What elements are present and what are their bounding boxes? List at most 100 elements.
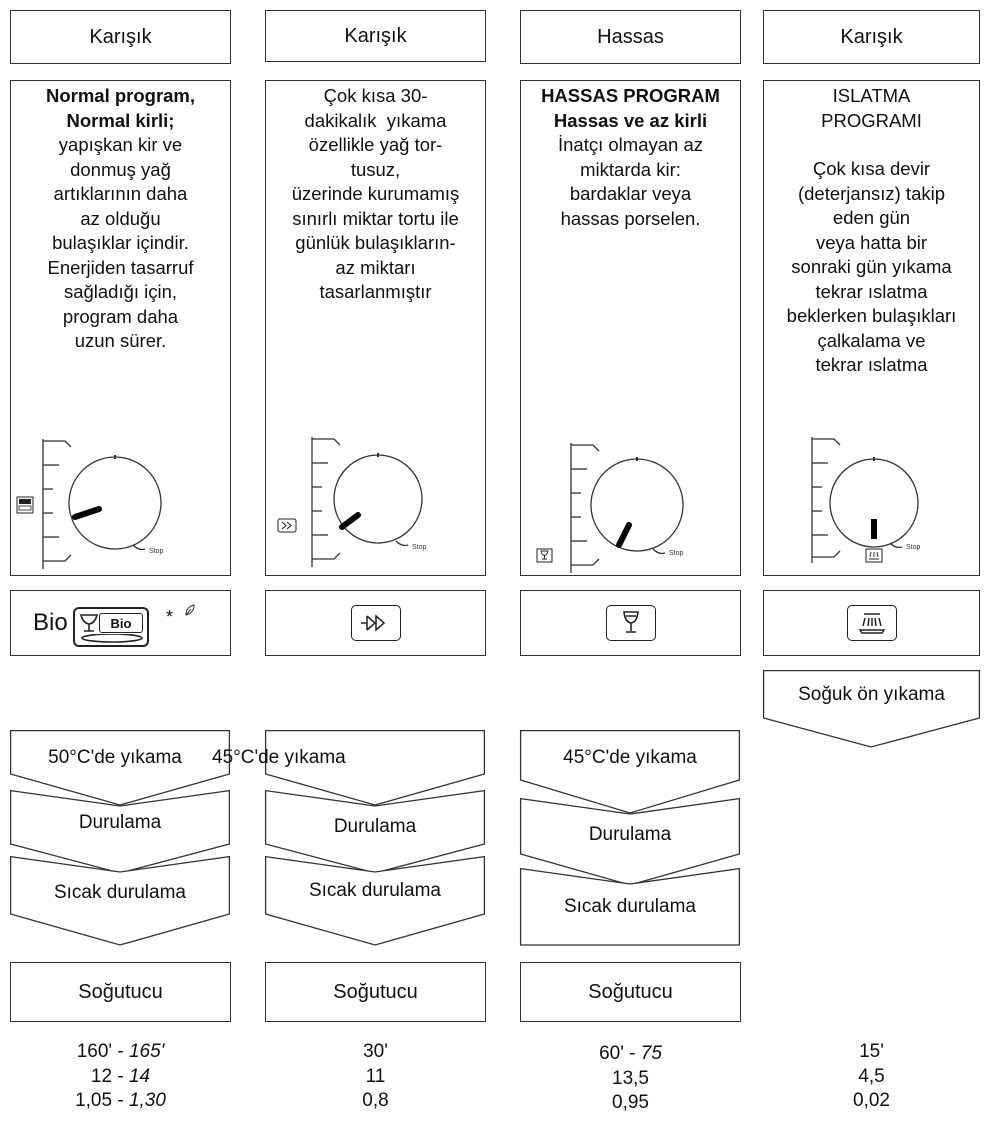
column-1-step-3-label: Sıcak durulama [53, 882, 186, 903]
column-4-desc-line: sonraki gün yıkama [791, 256, 952, 277]
column-4-desc-line: tekrar ıslatma [815, 354, 928, 375]
column-1-dial-needle [72, 506, 102, 520]
column-1-header-text: Karışık [89, 25, 152, 48]
bio-dish-icon: Bio [73, 607, 149, 647]
column-2-program-dial: Stop [277, 437, 427, 567]
column-4-desc-line: beklerken bulaşıkları [786, 305, 957, 326]
quick-wash-icon [350, 605, 401, 641]
column-1-final-step-label: Soğutucu [78, 980, 163, 1003]
column-4-energy: 0,02 [853, 1090, 890, 1111]
column-2-desc-line: tasarlanmıştır [319, 281, 432, 302]
column-1-desc-line: yapışkan kir ve [58, 134, 183, 155]
column-2-description: Çok kısa 30- dakikalık yıkama özellikle … [265, 80, 486, 576]
column-1-final-step: Soğutucu [10, 962, 231, 1022]
column-3-time: 60' - 75 [599, 1043, 662, 1064]
column-3-title-line-1: HASSAS PROGRAM [541, 85, 720, 106]
column-3-water: 13,5 [612, 1067, 649, 1089]
column-1-desc-line: Enerjiden tasarruf [47, 256, 194, 278]
bio-inner-label: Bio [99, 613, 143, 633]
column-2-program-icon-box [265, 590, 486, 656]
column-1-desc-line: program daha [62, 305, 179, 327]
column-1-step-3: Sıcak durulama [9, 855, 231, 946]
column-4-desc-line: ISLATMA [832, 85, 911, 106]
column-2-dial-needle [339, 512, 361, 530]
column-3-step-3-label: Sıcak durulama [563, 896, 696, 917]
column-3-final-step: Soğutucu [520, 962, 741, 1022]
column-4-consumption: 15' 4,5 0,02 [763, 1040, 980, 1114]
column-1-energy: 1,05 - 1,30 [75, 1090, 166, 1111]
column-4-program-icon-box [763, 590, 980, 656]
column-2-step-1-label: 45°C'de yıkama [212, 747, 346, 768]
column-3-step-1: 45°C'de yıkama [519, 729, 741, 814]
column-1-desc-line: az olduğu [80, 207, 161, 229]
column-1-title-line-1: Normal program, [45, 85, 196, 106]
column-1-dial-bio-icon [16, 496, 34, 514]
column-3-title-line-2: Hassas ve az kirli [553, 109, 708, 131]
bio-label: Bio [33, 609, 68, 636]
column-3-dial-needle [616, 522, 632, 548]
column-2-step-2-label: Durulama [333, 816, 417, 837]
column-4-step-1-label: Soğuk ön yıkama [798, 684, 945, 705]
column-2-energy: 0,8 [362, 1090, 389, 1111]
column-3-header: Hassas [520, 10, 741, 64]
column-3-final-step-label: Soğutucu [588, 980, 673, 1003]
column-1-desc-line: artıklarının daha [53, 183, 188, 204]
column-3-desc-line: bardaklar veya [569, 183, 692, 204]
column-2-step-1 [264, 729, 486, 806]
column-1-time: 160' - 165' [76, 1041, 165, 1062]
asterisk-mark: * [166, 607, 174, 627]
column-3-dial-off-label: Stop [669, 550, 684, 557]
column-4-dial-off-label: Stop [906, 544, 921, 551]
eco-leaf-icon [185, 604, 195, 616]
column-2-desc-line: günlük bulaşıkların- [295, 232, 456, 253]
column-4-desc-line: Çok kısa devir [812, 158, 931, 179]
column-3-step-2-label: Durulama [588, 824, 672, 845]
column-3-desc-line: miktarda kir: [580, 158, 681, 180]
column-4-desc-line: (deterjansız) takip [797, 182, 946, 204]
column-4-desc-line: PROGRAMI [821, 109, 922, 131]
column-1-water: 12 - 14 [90, 1065, 151, 1087]
column-4-header: Karışık [763, 10, 980, 64]
column-1-desc-line: sağladığı için, [63, 281, 178, 302]
column-1-desc-line: uzun sürer. [74, 330, 167, 351]
column-1-desc-line: donmuş yağ [70, 158, 171, 180]
column-1-step-1: 50°C'de yıkama [9, 729, 231, 806]
column-3-step-2: Durulama [519, 797, 741, 886]
wine-glass-icon [605, 605, 656, 641]
column-1-title-line-2: Normal kirli; [66, 109, 175, 131]
column-4-step-1: Soğuk ön yıkama [762, 669, 981, 748]
column-4-desc-line: veya hatta bir [815, 231, 928, 253]
column-4-dial-shower-icon [865, 548, 883, 563]
column-3-energy: 0,95 [612, 1092, 649, 1113]
column-2-header-text: Karışık [344, 24, 407, 47]
shower-icon [846, 605, 897, 641]
column-2-time: 30' [363, 1041, 388, 1062]
column-2-header: Karışık [265, 10, 486, 62]
column-4-program-dial: Stop [811, 437, 921, 563]
column-1-step-2: Durulama [9, 789, 231, 874]
column-4-desc-line: tekrar ıslatma [815, 280, 928, 302]
column-1-desc-line: bulaşıklar içindir. [52, 232, 189, 253]
column-2-final-step-label: Soğutucu [333, 980, 418, 1003]
column-3-desc-line: İnatçı olmayan az [558, 134, 703, 155]
column-2-desc-line: az miktarı [335, 256, 416, 278]
column-2-consumption: 30' 11 0,8 [265, 1040, 486, 1114]
column-3-header-text: Hassas [597, 25, 664, 48]
column-2-dial-quick-wash-icon [277, 518, 297, 533]
column-4-desc-line: çalkalama ve [817, 329, 926, 351]
column-4-water: 4,5 [858, 1065, 885, 1087]
column-3-desc-line: hassas porselen. [560, 207, 701, 229]
column-4-desc-line [764, 133, 979, 157]
column-1-step-1-label: 50°C'de yıkama [48, 747, 182, 768]
column-3-description: HASSAS PROGRAM Hassas ve az kirli İnatçı… [520, 80, 741, 576]
column-3-dial-wine-glass-icon [536, 548, 553, 563]
column-2-desc-line: sınırlı miktar tortu ile [292, 207, 459, 229]
column-3-step-1-label: 45°C'de yıkama [563, 747, 697, 768]
column-3-program-icon-box [520, 590, 741, 656]
column-2-step-3-label: Sıcak durulama [308, 880, 441, 901]
column-1-header: Karışık [10, 10, 231, 64]
column-2-final-step: Soğutucu [265, 962, 486, 1022]
column-4-header-text: Karışık [840, 25, 903, 48]
column-3-consumption: 60' - 75 13,5 0,95 [520, 1042, 741, 1116]
column-3-step-3: Sıcak durulama [519, 867, 741, 946]
